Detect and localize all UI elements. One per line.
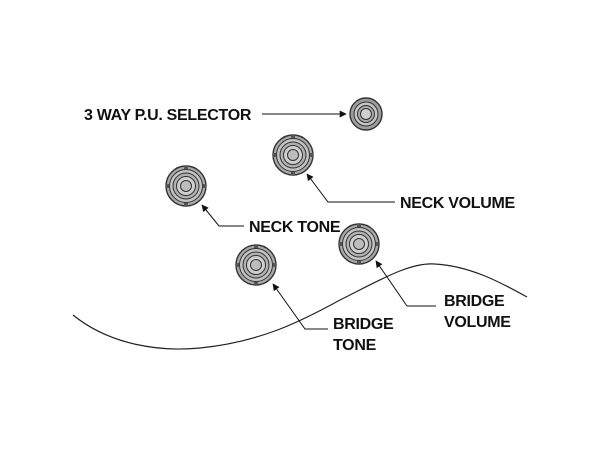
bridge-volume-label-line2: VOLUME: [444, 314, 511, 331]
neck-volume-knob: [272, 134, 314, 176]
bridge-tone-leader-line: [272, 283, 328, 330]
bridge-tone-label-line2: TONE: [333, 337, 377, 354]
bridge-tone-knob: [235, 244, 277, 286]
bridge-volume-knob: [338, 223, 380, 265]
selector-switch: [349, 97, 383, 131]
selector-label: 3 WAY P.U. SELECTOR: [84, 107, 252, 124]
neck-volume-label: NECK VOLUME: [400, 195, 516, 212]
neck-volume-leader-line: [306, 173, 395, 203]
neck-tone-knob: [165, 165, 207, 207]
body-outline-curve: [72, 263, 528, 350]
neck-tone-label: NECK TONE: [249, 219, 341, 236]
bridge-tone-label-line1: BRIDGE: [333, 316, 394, 333]
neck-tone-leader-line: [201, 204, 244, 227]
bridge-volume-label-line1: BRIDGE: [444, 293, 505, 310]
bridge-volume-leader-line: [375, 260, 436, 307]
